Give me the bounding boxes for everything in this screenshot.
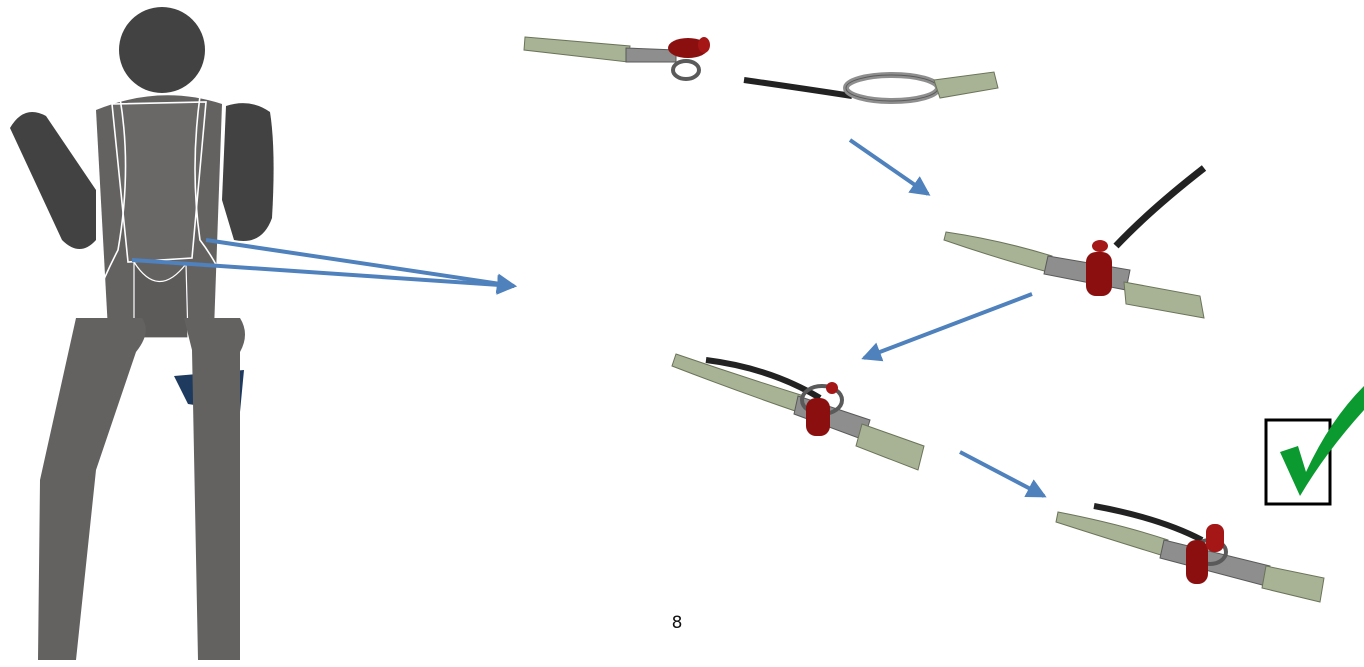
red-knob <box>698 37 710 53</box>
metal-loop-outline <box>845 74 939 102</box>
bungee-cord <box>1113 165 1207 249</box>
head <box>119 7 205 93</box>
bungee-cord <box>1093 503 1204 543</box>
harness-buckle-icon <box>1086 252 1112 296</box>
webbing-strap <box>933 71 999 99</box>
check-mark <box>1280 386 1364 496</box>
harness-back-panel <box>111 101 207 263</box>
harness-seat <box>133 259 189 339</box>
arrow-icon <box>848 138 931 196</box>
red-knob <box>1206 524 1224 552</box>
right-leg <box>184 318 245 660</box>
arrow-icon <box>205 238 517 294</box>
metal-loop <box>671 59 701 81</box>
webbing-strap <box>943 231 1053 273</box>
arrow-icon <box>131 258 517 295</box>
bungee-cord <box>743 77 853 99</box>
page-number: 8 <box>671 613 683 633</box>
harness-buckle-icon <box>806 398 830 436</box>
webbing-strap <box>1123 281 1205 319</box>
webbing-strap <box>855 423 925 471</box>
pointer-arrows <box>131 238 517 295</box>
harness-buckle-icon <box>668 38 708 58</box>
step-1-separated-parts <box>523 36 999 104</box>
webbing-strap <box>523 36 631 63</box>
left-arm <box>10 112 96 249</box>
check-mark-icon <box>1264 386 1364 506</box>
red-knob <box>826 382 838 394</box>
step-3-pin-inserted <box>671 353 925 471</box>
red-knob <box>1092 240 1108 252</box>
right-arm <box>222 103 274 242</box>
arrow-icon <box>959 450 1047 498</box>
arrow-icon <box>861 292 1033 362</box>
webbing-strap <box>1261 565 1325 603</box>
step-2-loop-threaded <box>943 165 1207 319</box>
step-4-locked <box>1055 503 1325 603</box>
seated-person-in-harness-icon <box>10 7 274 660</box>
metal-buckle <box>793 395 871 441</box>
left-leg <box>38 318 146 660</box>
harness-buckle-icon <box>1186 540 1208 584</box>
